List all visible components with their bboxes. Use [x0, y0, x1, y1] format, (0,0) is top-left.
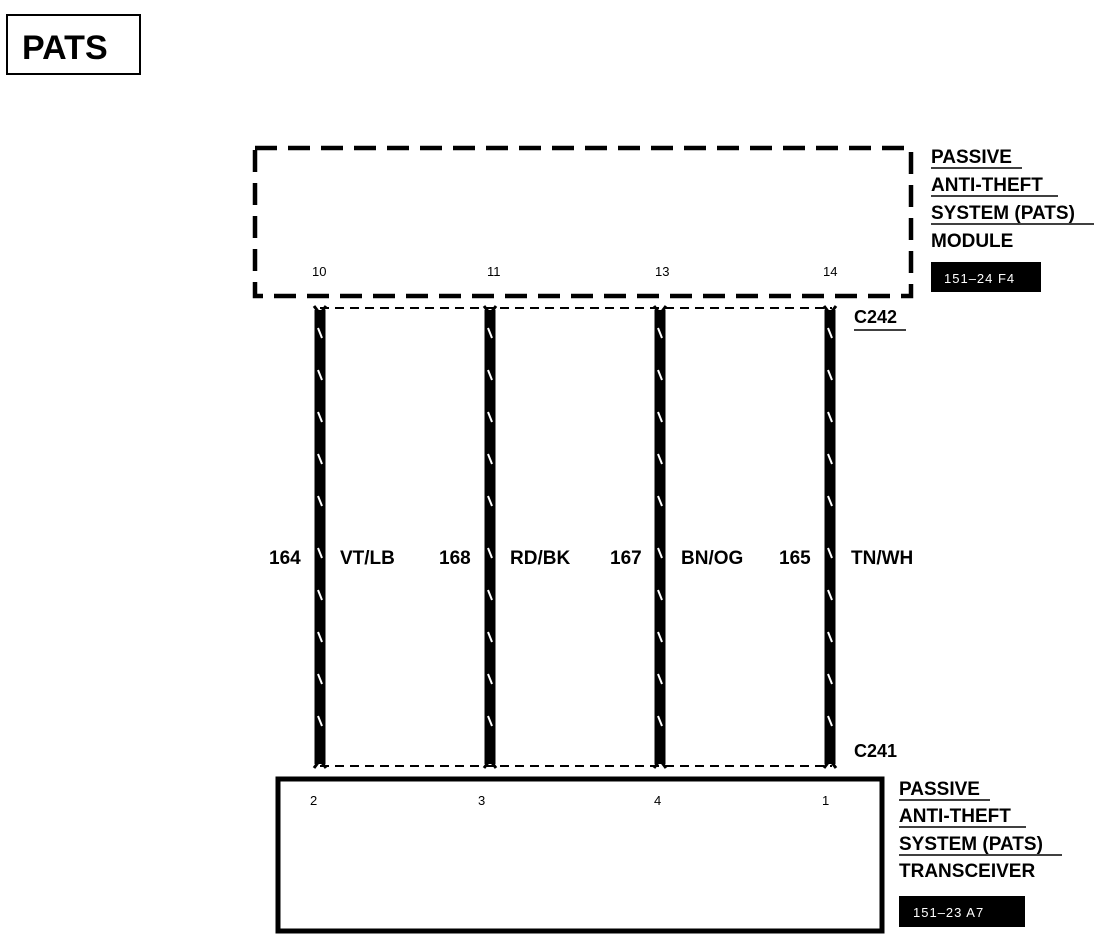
transceiver-pin-3: 3	[478, 793, 485, 808]
transceiver-name-line-1: PASSIVE	[899, 779, 980, 800]
wire-168-color: RD/BK	[510, 548, 570, 569]
transceiver-name-line-4: TRANSCEIVER	[899, 861, 1035, 882]
transceiver-name-line-3: SYSTEM (PATS)	[899, 834, 1043, 855]
transceiver-pin-1: 1	[822, 793, 829, 808]
module-name: PASSIVE ANTI-THEFT SYSTEM (PATS) MODULE	[931, 147, 1094, 252]
wire-167	[652, 305, 668, 769]
transceiver-box	[275, 776, 885, 934]
module-pin-13: 13	[655, 264, 669, 279]
connector-c241-label: C241	[854, 741, 897, 761]
page-title: PATS	[22, 29, 108, 67]
connector-c242-label: C242	[854, 307, 897, 327]
module-reference: 151–24 F4	[944, 271, 1015, 286]
transceiver-reference-badge	[899, 896, 1025, 927]
module-pin-14: 14	[823, 264, 837, 279]
transceiver-pin-4: 4	[654, 793, 661, 808]
module-name-line-4: MODULE	[931, 231, 1013, 252]
wire-164-circuit: 164	[269, 548, 301, 569]
wire-167-color: BN/OG	[681, 548, 743, 569]
wire-165	[822, 305, 838, 769]
title-box	[6, 14, 141, 75]
wire-164	[312, 305, 328, 769]
module-reference-badge	[931, 262, 1041, 292]
module-pin-10: 10	[312, 264, 326, 279]
wire-165-color: TN/WH	[851, 548, 913, 569]
wire-168	[482, 305, 498, 769]
wire-165-circuit: 165	[779, 548, 811, 569]
transceiver-reference: 151–23 A7	[913, 905, 984, 920]
wire-167-circuit: 167	[610, 548, 642, 569]
module-name-line-3: SYSTEM (PATS)	[931, 203, 1075, 224]
module-name-line-1: PASSIVE	[931, 147, 1012, 168]
wire-168-circuit: 168	[439, 548, 471, 569]
transceiver-name: PASSIVE ANTI-THEFT SYSTEM (PATS) TRANSCE…	[899, 779, 1062, 882]
module-name-line-2: ANTI-THEFT	[931, 175, 1043, 196]
module-box	[252, 145, 914, 299]
transceiver-pin-2: 2	[310, 793, 317, 808]
module-pin-11: 11	[487, 264, 501, 279]
transceiver-name-line-2: ANTI-THEFT	[899, 806, 1011, 827]
wire-164-color: VT/LB	[340, 548, 395, 569]
